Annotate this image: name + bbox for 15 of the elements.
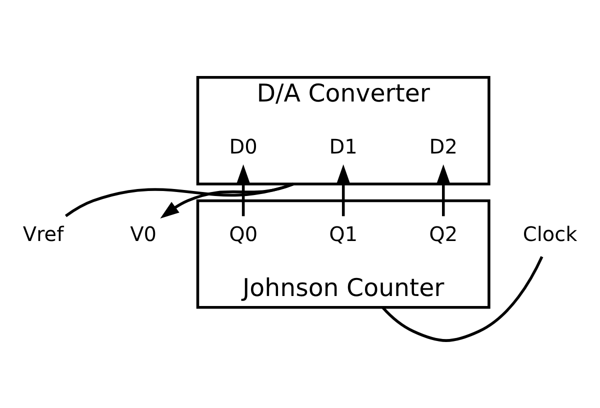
node-text: Q2 <box>429 222 458 246</box>
arrow <box>336 164 350 216</box>
node-text: D2 <box>429 134 458 158</box>
node-text: D1 <box>329 134 358 158</box>
node-text: V0 <box>130 222 156 246</box>
node-text: Q0 <box>229 222 258 246</box>
arrow <box>436 164 450 216</box>
node-text: Clock <box>522 222 578 246</box>
node-text: Q1 <box>329 222 358 246</box>
connector <box>64 182 294 217</box>
connector <box>382 256 544 342</box>
arrow <box>236 164 250 216</box>
arrow <box>160 182 294 218</box>
node-text: D0 <box>229 134 258 158</box>
node-text: Vref <box>22 222 64 246</box>
